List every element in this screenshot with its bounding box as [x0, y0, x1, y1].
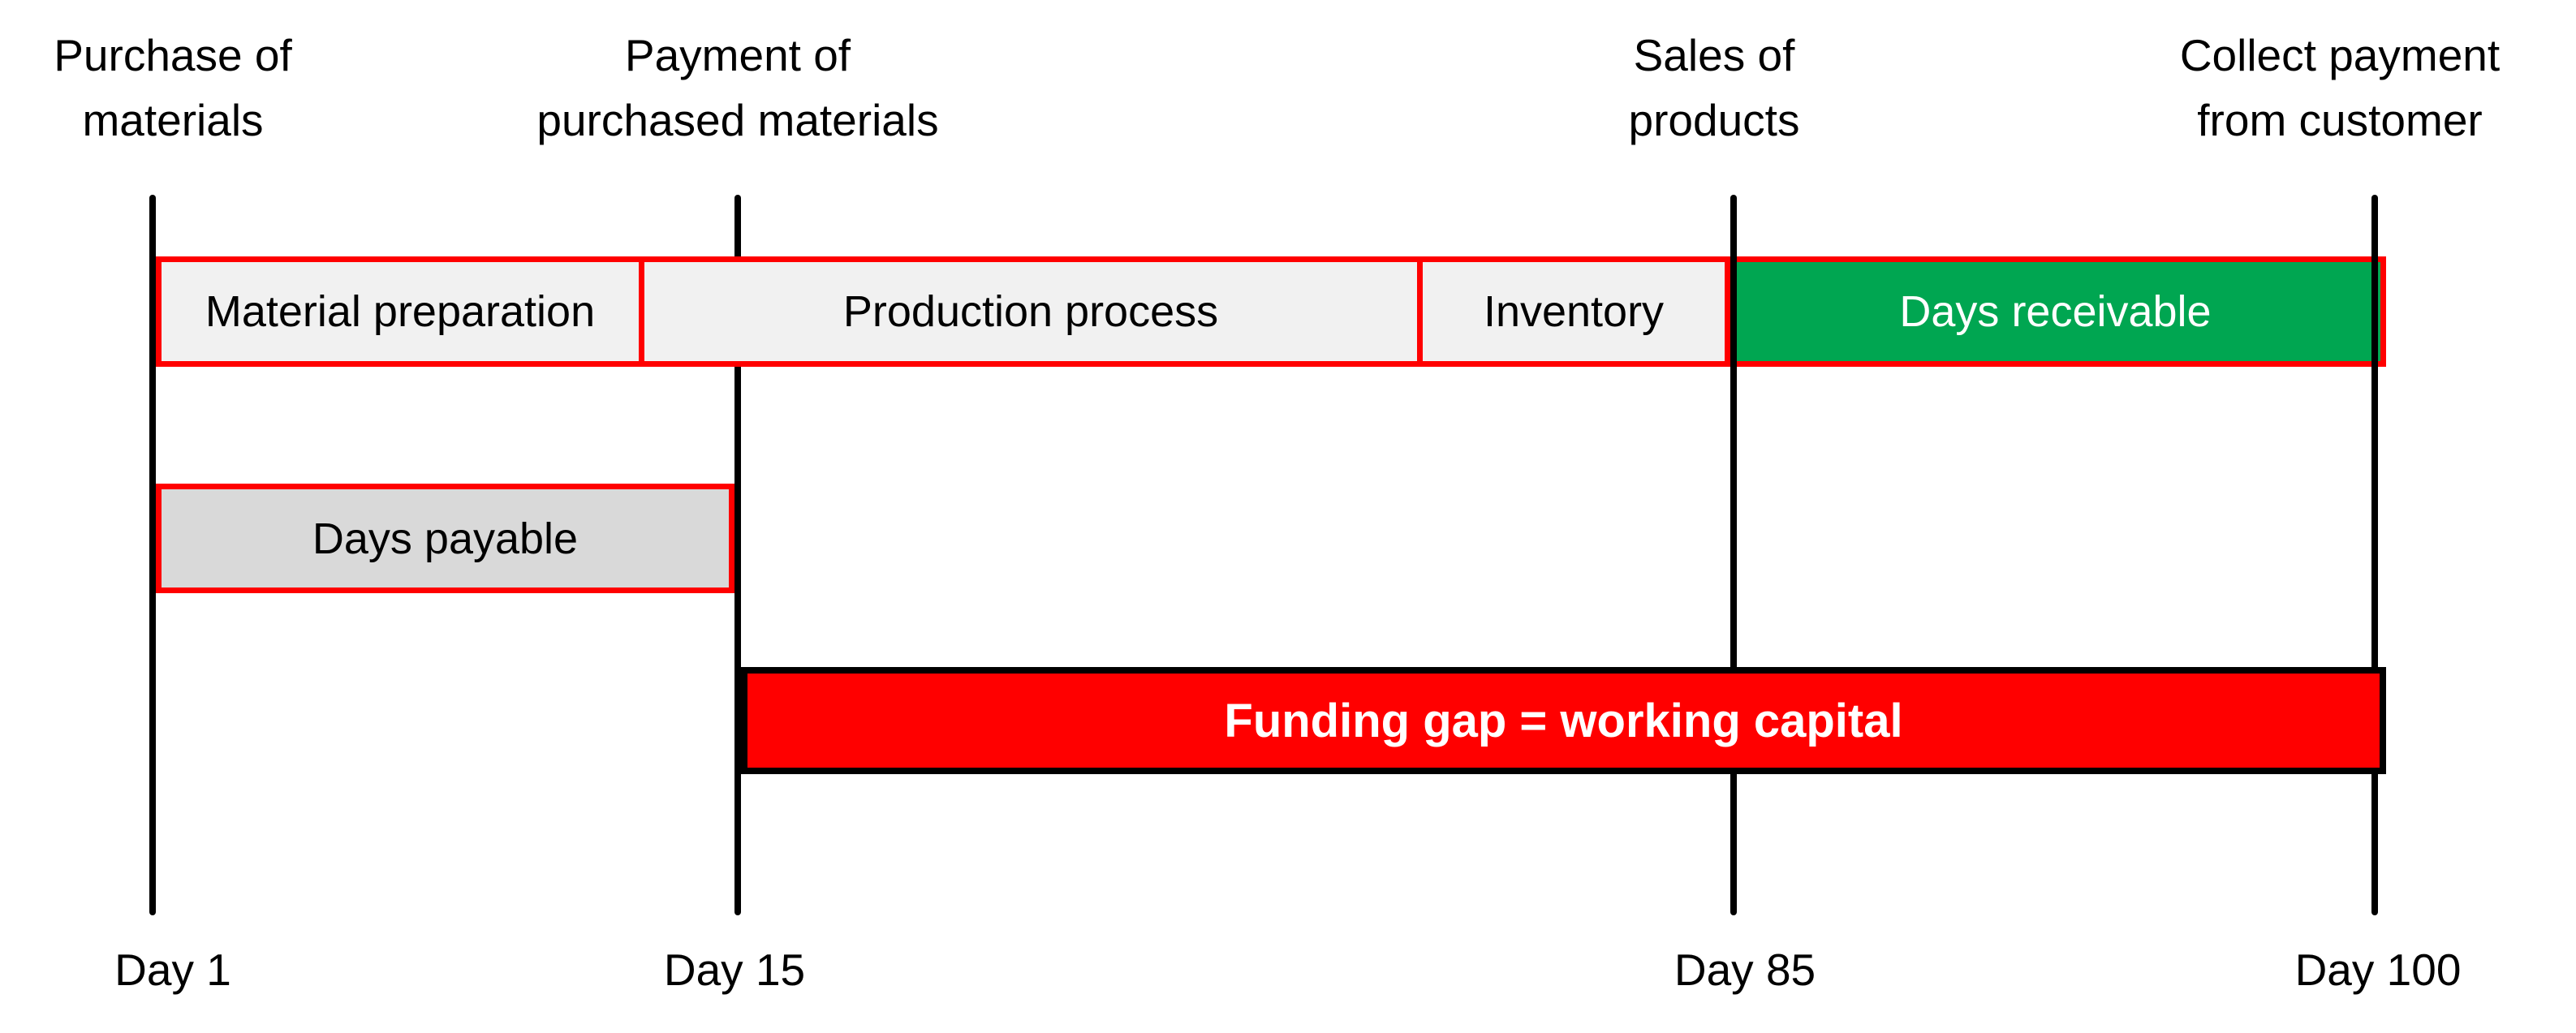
bar-funding-gap: Funding gap = working capital — [741, 667, 2386, 774]
milestone-label-payment-of-purchased-materials: Payment of purchased materials — [373, 23, 1103, 153]
milestone-label-line2: materials — [82, 95, 264, 145]
milestone-label-line2: products — [1628, 95, 1800, 145]
bar-label: Funding gap = working capital — [1224, 694, 1903, 747]
process-bar: Material preparation Production process … — [156, 256, 2386, 367]
bar-days-payable: Days payable — [156, 484, 734, 593]
milestone-label-purchase-of-materials: Purchase of materials — [0, 23, 538, 153]
bar-label: Days payable — [312, 514, 579, 563]
milestone-label-line1: Sales of — [1633, 30, 1795, 80]
timeline-line-day-1 — [149, 195, 156, 915]
timeline-line-day-15 — [734, 195, 741, 915]
milestone-label-line2: from customer — [2197, 95, 2483, 145]
segment-label: Production process — [842, 287, 1219, 336]
segment-production-process: Production process — [639, 256, 1423, 367]
segment-material-preparation: Material preparation — [156, 256, 644, 367]
segment-label: Inventory — [1483, 287, 1665, 336]
timeline-line-day-85 — [1730, 195, 1737, 915]
day-label-day-1: Day 1 — [114, 945, 231, 995]
milestone-label-sales-of-products: Sales of products — [1349, 23, 2079, 153]
milestone-label-line1: Collect payment — [2179, 30, 2501, 80]
segment-label: Material preparation — [205, 287, 596, 336]
segment-label: Days receivable — [1899, 287, 2212, 336]
segment-inventory: Inventory — [1417, 256, 1730, 367]
milestone-label-collect-payment-from-customer: Collect payment from customer — [1975, 23, 2576, 153]
day-label-day-85: Day 85 — [1674, 945, 1816, 995]
milestone-label-line1: Payment of — [624, 30, 851, 80]
day-label-day-100: Day 100 — [2294, 945, 2462, 995]
milestone-label-line2: purchased materials — [536, 95, 939, 145]
day-label-day-15: Day 15 — [663, 945, 806, 995]
timeline-line-day-100 — [2371, 195, 2378, 915]
milestone-label-line1: Purchase of — [54, 30, 292, 80]
segment-days-receivable: Days receivable — [1725, 256, 2386, 367]
